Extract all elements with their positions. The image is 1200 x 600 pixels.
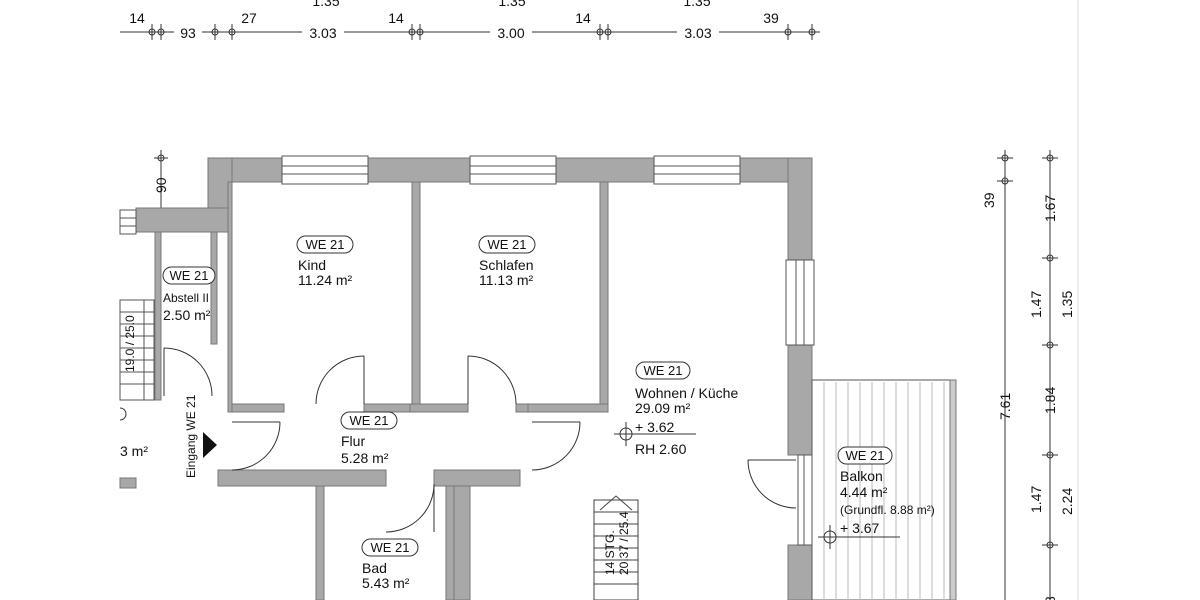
- room-area-wohnen: 29.09 m²: [635, 400, 691, 416]
- doors: [163, 347, 797, 533]
- room-tag-abstell: WE 21: [169, 268, 208, 283]
- left-marker-fragment: [119, 407, 127, 421]
- room-area-bad: 5.43 m²: [362, 575, 410, 591]
- top-dim-300: 3.00: [497, 25, 524, 41]
- room-area-balkon: 4.44 m²: [840, 484, 888, 500]
- top-dim-303a: 3.03: [309, 25, 336, 41]
- room-rh-wohnen: RH 2.60: [635, 441, 687, 457]
- room-name-balkon: Balkon: [840, 468, 883, 484]
- top-dim-39: 39: [763, 10, 779, 26]
- right-dim-partial: 8: [1042, 596, 1058, 600]
- level-marker-wohnen: [614, 422, 696, 446]
- right-dim-39: 39: [981, 192, 997, 208]
- top-dim-14b: 14: [388, 10, 404, 26]
- right-dim-167: 1.67: [1042, 195, 1058, 222]
- room-area-schlafen: 11.13 m²: [479, 272, 534, 288]
- entrance-label: Eingang WE 21: [184, 394, 198, 478]
- walls: [119, 157, 813, 600]
- left-stair: [119, 299, 155, 401]
- top-dim-14c: 14: [575, 10, 591, 26]
- top-dim-93: 93: [180, 25, 196, 41]
- room-tag-bad: WE 21: [370, 540, 409, 555]
- room-name-abstell: Abstell II: [163, 291, 209, 305]
- room-name-bad: Bad: [362, 560, 387, 576]
- right-dim-761: 7.61: [997, 393, 1013, 420]
- room-note-balkon: (Grundfl. 8.88 m²): [840, 503, 935, 517]
- room-name-flur: Flur: [341, 433, 365, 449]
- room-area-abstell: 2.50 m²: [163, 307, 211, 323]
- right-dimension-chains: [997, 150, 1058, 600]
- main-stair-label-a: 14 STG.: [603, 530, 617, 575]
- top-dim-upper-3: 1.35: [683, 0, 710, 9]
- level-marker-balkon: [818, 525, 900, 549]
- left-area-fragment: 3 m²: [120, 443, 148, 459]
- right-dim-147b: 1.47: [1028, 486, 1044, 513]
- main-stair: [593, 495, 639, 600]
- top-dim-upper-1: 1.35: [312, 0, 339, 9]
- room-tag-flur: WE 21: [349, 413, 388, 428]
- top-dim-14a: 14: [129, 10, 145, 26]
- right-dim-184: 1.84: [1042, 387, 1058, 414]
- room-tag-kind: WE 21: [305, 237, 344, 252]
- right-dim-224: 2.24: [1059, 488, 1075, 515]
- main-stair-label-b: 20.37 / 25.4: [617, 511, 631, 575]
- windows: [119, 155, 815, 546]
- room-tag-ovals: [162, 235, 893, 557]
- room-area-flur: 5.28 m²: [341, 450, 389, 466]
- room-name-schlafen: Schlafen: [479, 257, 533, 273]
- room-area-kind: 11.24 m²: [298, 272, 353, 288]
- room-tag-wohnen: WE 21: [643, 363, 682, 378]
- top-dim-303b: 3.03: [684, 25, 711, 41]
- top-dim-upper-2: 1.35: [498, 0, 525, 9]
- room-level-balkon: + 3.67: [840, 520, 880, 536]
- entrance-arrow-icon: [203, 432, 217, 458]
- room-name-kind: Kind: [298, 257, 326, 273]
- room-name-wohnen: Wohnen / Küche: [635, 385, 738, 401]
- top-dim-27: 27: [241, 10, 257, 26]
- balcony-deck: [811, 379, 957, 600]
- room-tag-balkon: WE 21: [845, 448, 884, 463]
- room-tag-schlafen: WE 21: [487, 237, 526, 252]
- room-level-wohnen: + 3.62: [635, 419, 675, 435]
- right-dim-135: 1.35: [1059, 291, 1075, 318]
- left-dim-90: 90: [153, 177, 169, 193]
- left-stair-label: 19.0 / 25.0: [123, 315, 137, 372]
- right-dim-147a: 1.47: [1028, 291, 1044, 318]
